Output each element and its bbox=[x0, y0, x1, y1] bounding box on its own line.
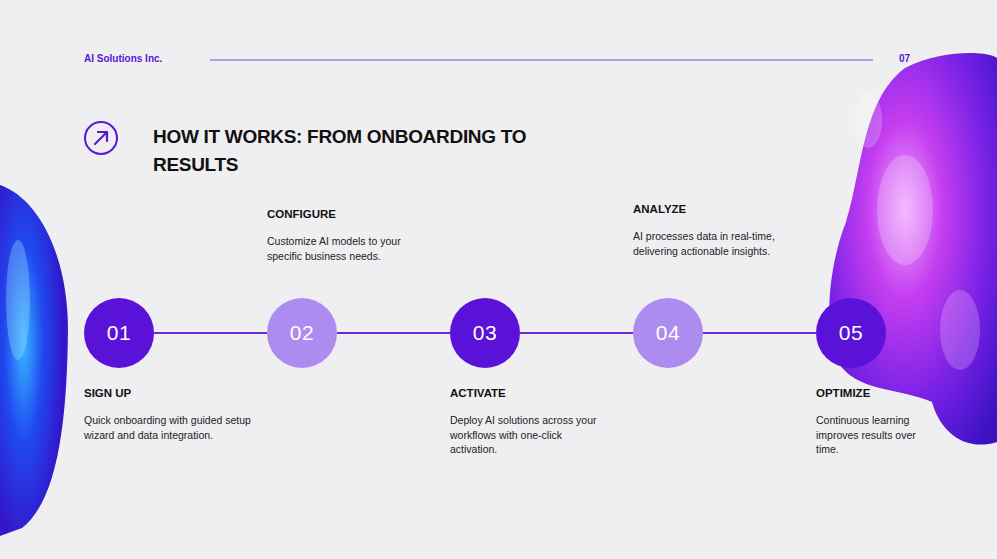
step-node: 03ACTIVATEDeploy AI solutions across you… bbox=[450, 298, 520, 368]
step-node: 02CONFIGURECustomize AI models to your s… bbox=[267, 298, 337, 368]
header-rule bbox=[210, 60, 873, 61]
step-circle: 03 bbox=[450, 298, 520, 368]
blob-highlight bbox=[6, 240, 30, 360]
step-heading: ACTIVATE bbox=[450, 387, 506, 399]
page-number: 07 bbox=[899, 53, 910, 64]
timeline-connector bbox=[520, 332, 633, 334]
step-circle: 05 bbox=[816, 298, 886, 368]
step-heading: OPTIMIZE bbox=[816, 387, 870, 399]
step-circle: 02 bbox=[267, 298, 337, 368]
blob-highlight bbox=[854, 92, 882, 148]
step-heading: SIGN UP bbox=[84, 387, 131, 399]
timeline-connector bbox=[337, 332, 450, 334]
company-name: AI Solutions Inc. bbox=[84, 53, 162, 64]
step-node: 04ANALYZEAI processes data in real-time,… bbox=[633, 298, 703, 368]
step-description: Quick onboarding with guided setup wizar… bbox=[84, 413, 264, 442]
step-number: 04 bbox=[656, 321, 680, 345]
timeline-connector bbox=[154, 332, 267, 334]
step-number: 02 bbox=[290, 321, 314, 345]
step-number: 05 bbox=[839, 321, 863, 345]
step-circle: 01 bbox=[84, 298, 154, 368]
step-description: Deploy AI solutions across your workflow… bbox=[450, 413, 610, 457]
step-description: Customize AI models to your specific bus… bbox=[267, 234, 432, 263]
step-description: AI processes data in real-time, deliveri… bbox=[633, 229, 808, 258]
purple-blob bbox=[829, 53, 997, 444]
timeline-connector bbox=[703, 332, 816, 334]
step-description: Continuous learning improves results ove… bbox=[816, 413, 928, 457]
step-number: 01 bbox=[107, 321, 131, 345]
blue-blob bbox=[0, 185, 68, 536]
step-heading: CONFIGURE bbox=[267, 208, 336, 220]
arrow-icon-ring bbox=[85, 122, 117, 154]
step-node: 01SIGN UPQuick onboarding with guided se… bbox=[84, 298, 154, 368]
blob-highlight bbox=[940, 290, 980, 370]
arrow-icon bbox=[95, 132, 107, 144]
step-number: 03 bbox=[473, 321, 497, 345]
slide-title: HOW IT WORKS: FROM ONBOARDING TO RESULTS bbox=[153, 123, 533, 179]
step-heading: ANALYZE bbox=[633, 203, 686, 215]
step-node: 05OPTIMIZEContinuous learning improves r… bbox=[816, 298, 886, 368]
step-circle: 04 bbox=[633, 298, 703, 368]
blob-highlight bbox=[877, 155, 933, 265]
